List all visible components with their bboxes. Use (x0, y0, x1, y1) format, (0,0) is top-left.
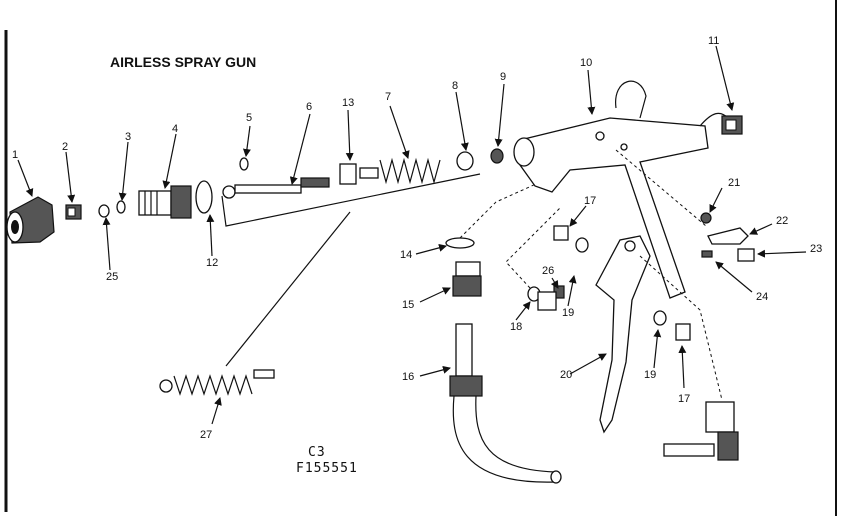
part-spring (359, 157, 441, 185)
callout-8: 8 (452, 80, 458, 92)
callout-18: 18 (510, 321, 522, 333)
part-needle (222, 177, 330, 199)
part-gasket (490, 148, 504, 164)
callout-15: 15 (402, 299, 414, 311)
callout-14: 14 (400, 249, 412, 261)
callout-7: 7 (385, 91, 391, 103)
part-swivel (663, 401, 739, 461)
part-tip (65, 204, 82, 220)
callout-11: 11 (708, 35, 719, 47)
part-pin (701, 250, 713, 258)
callout-9: 9 (500, 71, 506, 83)
callout-numbers: 1 2 3 4 5 6 7 8 9 10 11 12 13 14 15 16 1… (12, 35, 822, 441)
diagram-title: AIRLESS SPRAY GUN (110, 54, 256, 70)
callout-23: 23 (810, 243, 822, 255)
callout-16: 16 (402, 371, 414, 383)
code-line-2: F155551 (296, 461, 358, 476)
callout-1: 1 (12, 149, 18, 161)
part-hose (449, 323, 562, 484)
part-small-nut (700, 212, 712, 224)
callout-17-lower: 17 (678, 393, 690, 405)
callout-10: 10 (580, 57, 592, 69)
callout-19-upper: 19 (562, 307, 574, 319)
part-washer (98, 204, 110, 218)
callout-24: 24 (756, 291, 768, 303)
part-tip-guard (6, 196, 55, 244)
part-washer-lower (653, 310, 667, 326)
part-o-ring (195, 180, 213, 214)
callout-27: 27 (200, 429, 212, 441)
callout-19-lower: 19 (644, 369, 656, 381)
callout-21: 21 (728, 177, 740, 189)
callout-12: 12 (206, 257, 218, 269)
callout-13: 13 (342, 97, 354, 109)
part-seal (116, 200, 126, 214)
part-trigger-lock (707, 227, 749, 245)
callout-3: 3 (125, 131, 131, 143)
part-filter (159, 369, 275, 396)
part-hook-screw (721, 115, 743, 135)
callout-22: 22 (776, 215, 788, 227)
part-nipple (452, 261, 482, 297)
part-adapter (138, 185, 192, 219)
leader-lines (17, 45, 807, 425)
callout-26: 26 (542, 265, 554, 277)
callout-6: 6 (306, 101, 312, 113)
part-trigger (595, 235, 651, 434)
part-gasket-inlet (445, 237, 475, 249)
callout-17-upper: 17 (584, 195, 596, 207)
part-cap (456, 151, 474, 171)
part-washer-upper (575, 237, 589, 253)
part-pivot-pin-upper (553, 225, 569, 241)
callout-2: 2 (62, 141, 68, 153)
callout-4: 4 (172, 123, 178, 135)
part-nut (339, 163, 357, 185)
part-screw (737, 248, 755, 262)
callout-20: 20 (560, 369, 572, 381)
part-clip (239, 157, 249, 171)
callout-5: 5 (246, 112, 252, 124)
code-line-1: C3 (308, 445, 326, 460)
callout-25: 25 (106, 271, 118, 283)
assembly-dashed-lines (459, 149, 723, 401)
part-pivot-pin-lower (675, 323, 691, 341)
part-fitting (527, 286, 557, 311)
